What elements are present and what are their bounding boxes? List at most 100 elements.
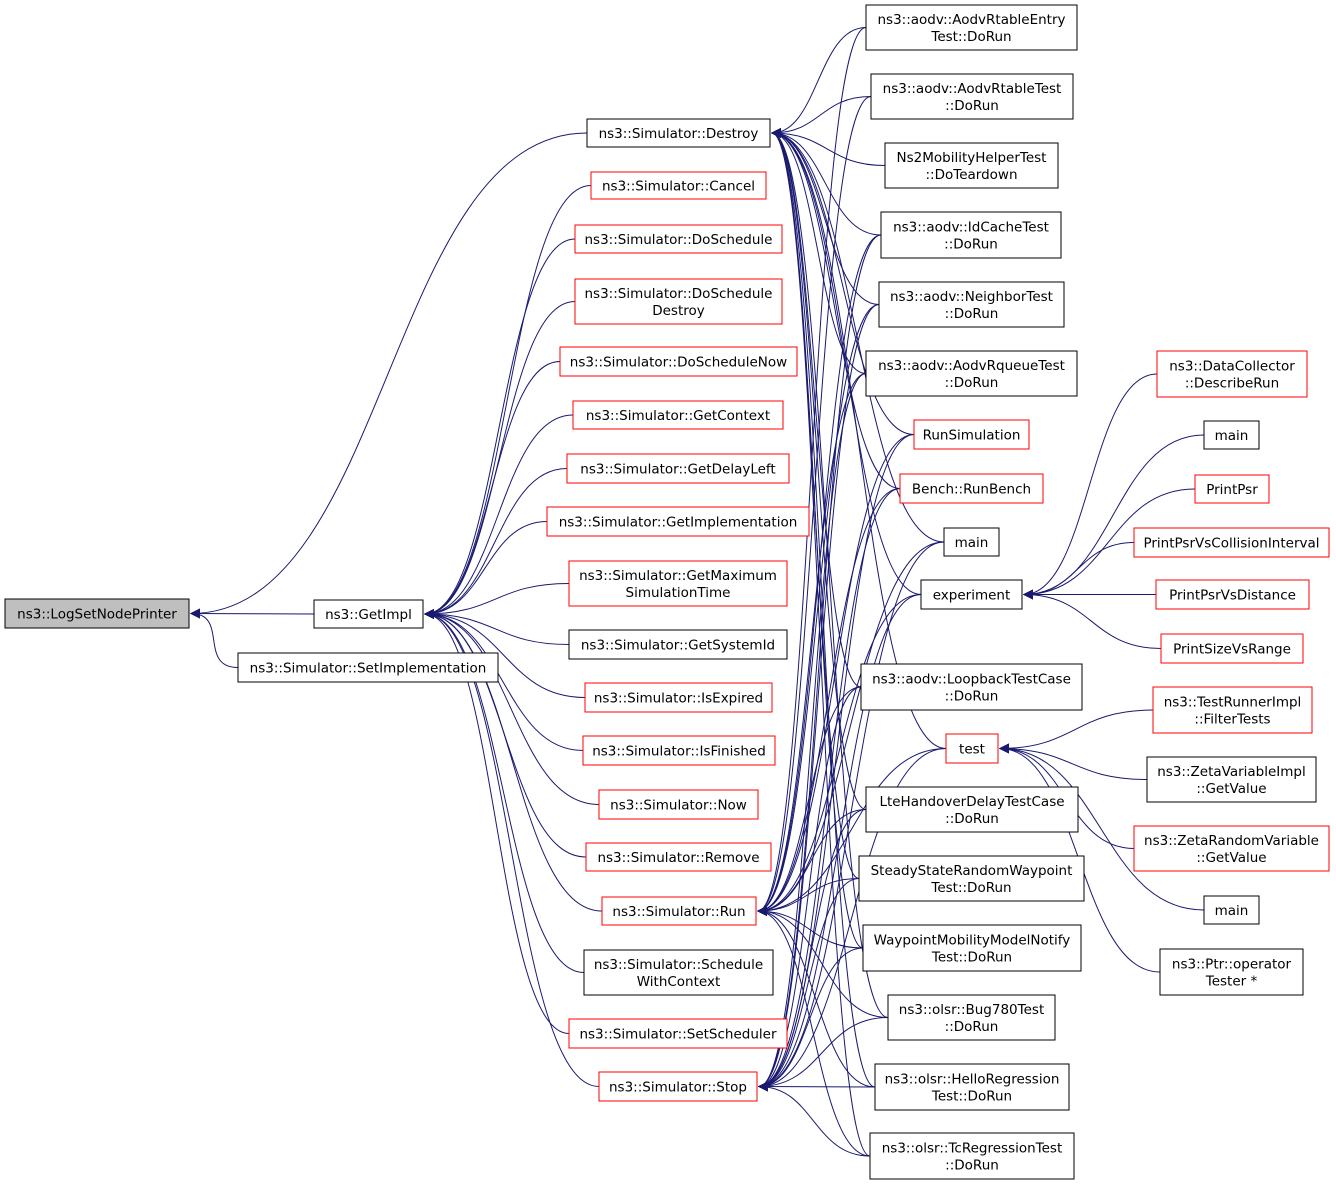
call-edge-aodvrtabletest-to-destroy xyxy=(771,96,872,138)
node-idcachetest[interactable]: ns3::aodv::IdCacheTest::DoRun xyxy=(880,211,1062,259)
node-box xyxy=(590,171,767,200)
node-destroy[interactable]: ns3::Simulator::Destroy xyxy=(586,118,771,148)
node-benchrunbench[interactable]: Bench::RunBench xyxy=(899,473,1044,504)
node-box xyxy=(598,789,759,820)
node-label: ns3::Simulator::Schedule xyxy=(594,957,763,973)
node-getsystemid[interactable]: ns3::Simulator::GetSystemId xyxy=(568,629,788,660)
node-neighbortest[interactable]: ns3::aodv::NeighborTest::DoRun xyxy=(878,281,1065,328)
node-experiment[interactable]: experiment xyxy=(920,579,1023,610)
call-edge-getmaximum-to-getimpl xyxy=(424,583,570,619)
node-zetavariableimpl[interactable]: ns3::ZetaVariableImpl::GetValue xyxy=(1146,756,1317,803)
node-bug780test[interactable]: ns3::olsr::Bug780Test::DoRun xyxy=(887,994,1056,1041)
node-label: Test::DoRun xyxy=(930,880,1011,896)
node-printpsrvsdistance[interactable]: PrintPsrVsDistance xyxy=(1155,579,1310,610)
node-label: PrintSizeVsRange xyxy=(1173,642,1291,658)
node-main2[interactable]: main xyxy=(1203,420,1260,450)
node-printpsrvscollision[interactable]: PrintPsrVsCollisionInterval xyxy=(1133,527,1330,558)
node-label: test xyxy=(959,742,985,758)
node-label: Test::DoRun xyxy=(931,950,1012,966)
node-ns2mobility[interactable]: Ns2MobilityHelperTest::DoTeardown xyxy=(884,142,1059,189)
node-box xyxy=(862,924,1082,972)
call-edge-loopbacktestcase-to-destroy xyxy=(771,128,862,688)
node-test[interactable]: test xyxy=(945,733,999,764)
node-box xyxy=(546,506,810,537)
node-getdelayleft[interactable]: ns3::Simulator::GetDelayLeft xyxy=(566,453,790,484)
node-setimplementation[interactable]: ns3::Simulator::SetImplementation xyxy=(237,652,499,683)
node-getimplementation[interactable]: ns3::Simulator::GetImplementation xyxy=(546,506,810,537)
node-testrunnerimpl[interactable]: ns3::TestRunnerImpl::FilterTests xyxy=(1152,686,1313,734)
node-setscheduler[interactable]: ns3::Simulator::SetScheduler xyxy=(568,1018,788,1049)
node-dowschedulenow[interactable]: ns3::Simulator::DoScheduleNow xyxy=(559,346,798,377)
node-stop[interactable]: ns3::Simulator::Stop xyxy=(598,1071,758,1102)
call-edge-experiment-to-stop xyxy=(758,594,922,1092)
call-edge-steadystate-to-destroy xyxy=(771,128,860,879)
node-printpsr[interactable]: PrintPsr xyxy=(1194,474,1270,504)
call-edge-loopbacktestcase-to-stop xyxy=(758,686,862,1092)
node-label: PrintPsrVsCollisionInterval xyxy=(1143,536,1319,552)
node-doschedule[interactable]: ns3::Simulator::DoSchedule xyxy=(574,224,783,254)
node-label: ns3::TestRunnerImpl xyxy=(1164,695,1302,711)
node-label: ::DescribeRun xyxy=(1185,376,1279,392)
node-box xyxy=(1203,895,1260,925)
node-label: ns3::ZetaRandomVariable xyxy=(1144,833,1319,849)
node-isfinished[interactable]: ns3::Simulator::IsFinished xyxy=(582,735,776,766)
node-remove[interactable]: ns3::Simulator::Remove xyxy=(585,842,772,872)
node-label: ns3::aodv::IdCacheTest xyxy=(893,220,1049,236)
node-aodvrqueuetest[interactable]: ns3::aodv::AodvRqueueTest::DoRun xyxy=(865,350,1078,397)
call-edge-dowschedulenow-to-getimpl xyxy=(424,361,561,619)
call-edge-main2-to-experiment xyxy=(1023,434,1205,600)
node-box xyxy=(869,1132,1075,1180)
node-box xyxy=(870,73,1074,120)
node-label: ::DoRun xyxy=(945,811,999,827)
node-aodvrtabletest[interactable]: ns3::aodv::AodvRtableTest::DoRun xyxy=(870,73,1074,120)
call-edge-benchrunbench-to-stop xyxy=(758,488,901,1092)
call-edge-isfinished-to-getimpl xyxy=(424,609,584,751)
node-box xyxy=(4,598,190,629)
node-box xyxy=(559,346,798,377)
node-box xyxy=(585,842,772,872)
node-label: ns3::aodv::LoopbackTestCase xyxy=(872,672,1071,688)
node-datacollector[interactable]: ns3::DataCollector::DescribeRun xyxy=(1156,350,1308,398)
node-run[interactable]: ns3::Simulator::Run xyxy=(601,896,757,926)
call-edge-helloregression-to-run xyxy=(757,906,876,1088)
call-edge-waypointmobility-to-run xyxy=(757,906,864,949)
call-edge-benchrunbench-to-destroy xyxy=(771,128,901,489)
node-main1[interactable]: main xyxy=(943,527,1000,557)
node-runsimulation[interactable]: RunSimulation xyxy=(913,419,1030,450)
node-main3[interactable]: main xyxy=(1203,895,1260,925)
call-edge-runsimulation-to-destroy xyxy=(771,128,915,435)
node-zetarandomvariable[interactable]: ns3::ZetaRandomVariable::GetValue xyxy=(1133,825,1330,872)
node-isexpired[interactable]: ns3::Simulator::IsExpired xyxy=(584,682,773,713)
node-box xyxy=(865,786,1079,833)
node-cancel[interactable]: ns3::Simulator::Cancel xyxy=(590,171,767,200)
node-now[interactable]: ns3::Simulator::Now xyxy=(598,789,759,820)
node-loopbacktestcase[interactable]: ns3::aodv::LoopbackTestCase::DoRun xyxy=(860,663,1083,711)
node-label: ns3::Simulator::GetDelayLeft xyxy=(580,462,775,478)
node-box xyxy=(1133,527,1330,558)
node-ltehandover[interactable]: LteHandoverDelayTestCase::DoRun xyxy=(865,786,1079,833)
node-label: ::GetValue xyxy=(1196,850,1266,866)
node-printsizevsrange[interactable]: PrintSizeVsRange xyxy=(1160,633,1304,664)
node-getcontext[interactable]: ns3::Simulator::GetContext xyxy=(572,400,784,430)
call-edge-aodvrtableentry-to-run xyxy=(757,27,867,916)
node-box xyxy=(582,735,776,766)
node-label: ns3::Simulator::GetImplementation xyxy=(559,515,798,531)
call-edge-waypointmobility-to-destroy xyxy=(771,128,864,949)
node-label: ns3::Simulator::IsFinished xyxy=(592,744,766,760)
node-logsetnodeprinter[interactable]: ns3::LogSetNodePrinter xyxy=(4,598,190,629)
node-tcregression[interactable]: ns3::olsr::TcRegressionTest::DoRun xyxy=(869,1132,1075,1180)
call-edge-getsystemid-to-getimpl xyxy=(424,609,570,645)
call-edge-main1-to-run xyxy=(757,541,945,916)
node-box xyxy=(1133,825,1330,872)
node-box xyxy=(1155,579,1310,610)
node-getimpl[interactable]: ns3::GetImpl xyxy=(313,599,424,629)
